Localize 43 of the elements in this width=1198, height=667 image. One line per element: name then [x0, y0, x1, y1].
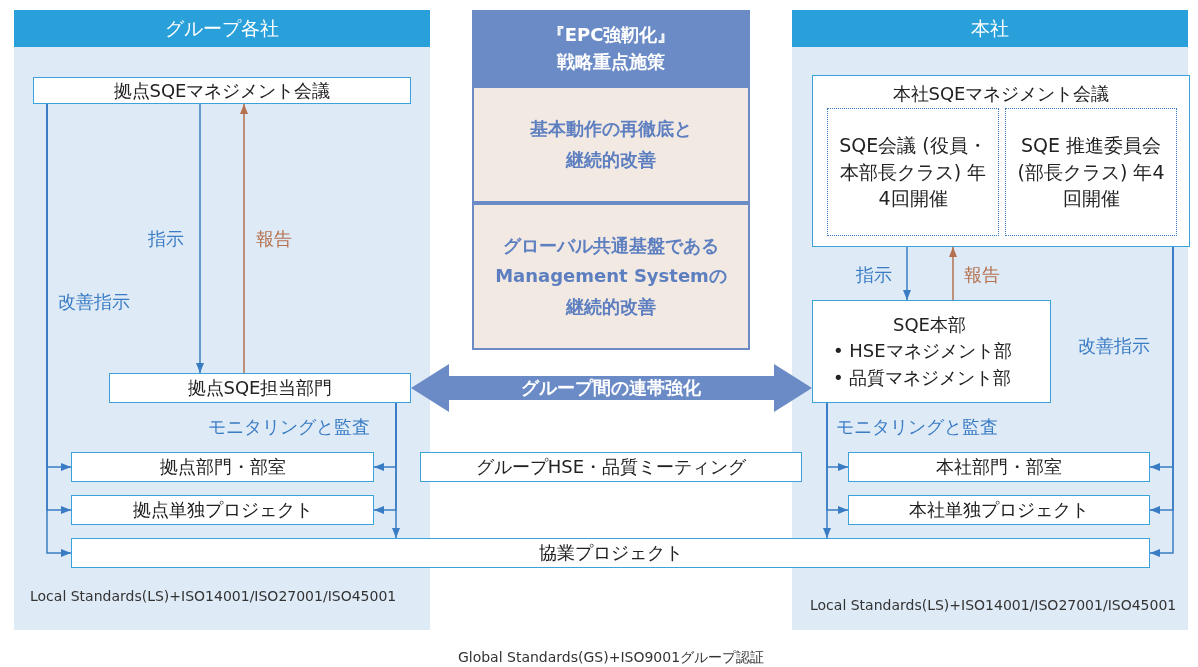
process-box: 協業プロジェクト: [71, 538, 1150, 568]
meeting-box: [812, 75, 1190, 247]
arrow: [240, 103, 248, 374]
arrow: [196, 103, 204, 374]
strategy-cell: グローバル共通基盤であるManagement Systemの継続的改善: [472, 203, 750, 350]
header-band: 『EPC強靭化』戦略重点施策: [472, 10, 750, 86]
arrow: [823, 402, 831, 539]
edge-label: モニタリングと監査: [208, 415, 370, 439]
process-box: グループHSE・品質ミーティング: [420, 452, 802, 482]
box-title: SQE本部: [893, 313, 966, 338]
arrow: [903, 246, 911, 301]
process-box: 本社単独プロジェクト: [848, 495, 1150, 525]
edge-label: 報告: [256, 227, 292, 251]
list-item: • HSEマネジメント部: [833, 339, 1012, 364]
process-box: 拠点単独プロジェクト: [71, 495, 374, 525]
list-item: • 品質マネジメント部: [833, 365, 1012, 390]
meeting-cell: SQE会議 (役員・本部長クラス) 年4回開催: [827, 108, 999, 236]
process-box: 本社部門・部室: [848, 452, 1150, 482]
standards-note: Local Standards(LS)+ISO14001/ISO27001/ISO45001: [810, 597, 1177, 613]
process-box: 拠点部門・部室: [71, 452, 374, 482]
panel-header: グループ各社: [14, 10, 430, 47]
strategy-panel: [472, 10, 750, 350]
edge-label: 報告: [964, 263, 1000, 287]
box-title: 本社SQEマネジメント会議: [891, 82, 1111, 106]
standards-note: Local Standards(LS)+ISO14001/ISO27001/ISO45001: [30, 588, 397, 604]
process-box: 拠点SQE担当部門: [109, 373, 411, 403]
edge-label: 改善指示: [1078, 334, 1150, 358]
process-box: 拠点SQEマネジメント会議: [33, 77, 411, 104]
panel: [14, 10, 430, 630]
strategy-cell: 基本動作の再徹底と継続的改善: [472, 86, 750, 203]
edge-label: 指示: [148, 227, 184, 251]
arrow: [392, 402, 400, 539]
panel-header: 本社: [792, 10, 1188, 47]
panel: [792, 10, 1188, 630]
edge-label: 改善指示: [58, 290, 130, 314]
department-box: [812, 300, 1051, 403]
edge-label: 指示: [856, 263, 892, 287]
arrow: [949, 246, 957, 301]
edge-label: グループ間の連帯強化: [521, 376, 701, 400]
meeting-cell: SQE 推進委員会 (部長クラス) 年4回開催: [1005, 108, 1177, 236]
double-arrow: [411, 364, 812, 412]
caption: Global Standards(GS)+ISO9001グループ認証: [457, 649, 765, 667]
edge-label: モニタリングと監査: [836, 415, 998, 439]
